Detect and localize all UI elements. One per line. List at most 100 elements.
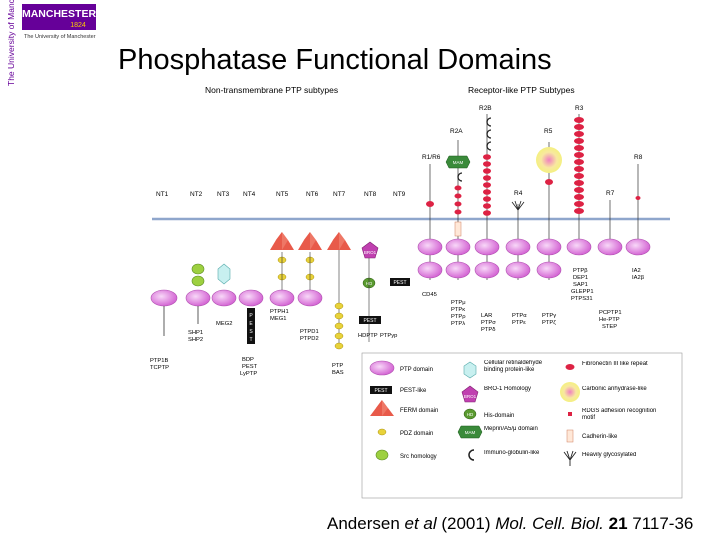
r5-name-2: PTPζ bbox=[542, 320, 556, 326]
svg-text:P: P bbox=[249, 313, 253, 319]
r7-name-3: STEP bbox=[602, 324, 617, 330]
nt9-pest-tag: PEST bbox=[393, 280, 406, 286]
citation-authors: Andersen bbox=[327, 514, 405, 533]
nt2-name-2: SHP2 bbox=[188, 337, 203, 343]
r2b-label: R2B bbox=[479, 105, 492, 112]
r4-protein bbox=[505, 200, 531, 280]
r2b-protein bbox=[474, 114, 500, 280]
logo-year: 1824 bbox=[70, 22, 86, 29]
nt4-protein: P E S T bbox=[238, 289, 264, 344]
r3-protein bbox=[566, 114, 592, 256]
nt6-label: NT6 bbox=[306, 191, 319, 198]
r3-name-4: GLEPP1 bbox=[571, 289, 594, 295]
nt7-name-1: PTP bbox=[332, 363, 343, 369]
r7-label: R7 bbox=[606, 190, 615, 197]
logo-block bbox=[22, 4, 96, 30]
svg-text:E: E bbox=[249, 321, 253, 327]
nt1-protein bbox=[150, 289, 178, 336]
r2b-name-1: LAR bbox=[481, 313, 492, 319]
nt4-name-1: BDP bbox=[242, 357, 254, 363]
legend-ca-swatch bbox=[560, 382, 580, 402]
nt5-protein bbox=[269, 232, 295, 307]
nt8-name-2: PTPyp bbox=[380, 333, 397, 339]
legend-pest-tag: PEST bbox=[374, 388, 387, 394]
r7-name-2: He-PTP bbox=[599, 317, 620, 323]
legend-ig-swatch bbox=[468, 449, 475, 461]
r5-label: R5 bbox=[544, 128, 553, 135]
legend-crbp-label: Cellular retinaldehyde binding protein-l… bbox=[484, 360, 543, 373]
legend-crbp-swatch bbox=[463, 361, 477, 379]
legend-ptp-swatch bbox=[369, 360, 395, 376]
legend-rdgs-label: RDGS adhesion recognition motif bbox=[582, 408, 657, 421]
nt2-label: NT2 bbox=[190, 191, 203, 198]
legend-pdz-label: PDZ domain bbox=[400, 431, 433, 437]
nt2-name-1: SHP1 bbox=[188, 330, 203, 336]
citation-etal: et al bbox=[404, 514, 437, 533]
citation: Andersen et al (2001) Mol. Cell. Biol. 2… bbox=[327, 514, 693, 534]
legend-pdz-swatch bbox=[377, 428, 387, 436]
nt3-protein bbox=[211, 263, 237, 307]
legend-cad-label: Cadherin-like bbox=[582, 434, 618, 440]
r4-label: R4 bbox=[514, 190, 523, 197]
nt6-protein bbox=[297, 232, 323, 307]
nt7-label: NT7 bbox=[333, 191, 346, 198]
university-logo: MANCHESTER 1824 The University of Manche… bbox=[6, 0, 97, 86]
legend-fn-label: Fibronectin III like repeat bbox=[582, 361, 648, 367]
nt3-name: MEG2 bbox=[216, 321, 232, 327]
logo-subtext: The University of Manchester bbox=[24, 34, 96, 40]
r2b-name-2: PTPσ bbox=[481, 320, 496, 326]
legend-box bbox=[361, 352, 683, 499]
legend-glyco-swatch bbox=[563, 450, 577, 466]
r3-name-1: PTPβ bbox=[573, 268, 588, 274]
r5-protein bbox=[536, 142, 562, 280]
r3-name-2: DEP1 bbox=[573, 275, 588, 281]
legend-cad-swatch bbox=[566, 429, 574, 443]
r5-name-1: PTPγ bbox=[542, 313, 556, 319]
r8-label: R8 bbox=[634, 154, 643, 161]
r4-name-1: PTPα bbox=[512, 313, 527, 319]
legend-ferm-swatch bbox=[370, 400, 394, 416]
nt1-label: NT1 bbox=[156, 191, 169, 198]
legend-mam-swatch bbox=[457, 425, 483, 439]
legend-his-swatch bbox=[463, 408, 477, 420]
legend-src-swatch bbox=[375, 449, 389, 461]
nt5b-name-1: PTPD1 bbox=[300, 329, 319, 335]
nt3-label: NT3 bbox=[217, 191, 230, 198]
legend-his-label: His-domain bbox=[484, 413, 514, 419]
legend-ca-label: Carbonic anhydrase-like bbox=[582, 386, 647, 392]
r4-name-2: PTPε bbox=[512, 320, 526, 326]
r2a-name-4: PTPλ bbox=[451, 321, 465, 327]
r3-label: R3 bbox=[575, 105, 584, 112]
legend-ferm-label: FERM domain bbox=[400, 408, 438, 414]
legend-ig-label: Immuno-globulin-like bbox=[484, 450, 540, 456]
r8-name-2: IA2β bbox=[632, 275, 645, 281]
nt4-name-2: PEST bbox=[242, 364, 258, 370]
svg-text:T: T bbox=[249, 337, 252, 343]
legend-pest-swatch bbox=[370, 386, 392, 394]
r2a-protein: MAM bbox=[445, 140, 471, 280]
nt1-name-1: PTP1B bbox=[150, 358, 168, 364]
citation-pages: 7117-36 bbox=[627, 514, 694, 533]
nt9-label: NT9 bbox=[393, 191, 406, 198]
mam-tag: MAM bbox=[453, 160, 464, 165]
citation-year: (2001) bbox=[436, 514, 496, 533]
citation-journal: Mol. Cell. Biol. bbox=[495, 514, 604, 533]
r2a-name-1: PTPμ bbox=[451, 300, 466, 306]
r8-name-1: IA2 bbox=[632, 268, 641, 274]
r1r6-name: CD45 bbox=[422, 292, 437, 298]
legend-glyco-label: Heavily glycosylated bbox=[582, 452, 637, 458]
ptp-domain-diagram: Non-transmembrane PTP subtypes Receptor-… bbox=[150, 85, 683, 499]
r1r6-protein bbox=[417, 164, 443, 280]
nt5a-name-2: MEG1 bbox=[270, 316, 286, 322]
r7-protein bbox=[597, 200, 623, 256]
nt8-protein: BRO1 HD PEST bbox=[359, 241, 381, 342]
nt8-pest-tag: PEST bbox=[363, 318, 376, 324]
nt4-label: NT4 bbox=[243, 191, 256, 198]
r2b-name-3: PTPδ bbox=[481, 327, 496, 333]
r3-name-3: SAP1 bbox=[573, 282, 588, 288]
nt4-name-3: LyPTP bbox=[240, 371, 257, 377]
legend-bro1-label: BRO-1 Homology bbox=[484, 386, 532, 392]
nt9-protein: PEST bbox=[390, 278, 410, 286]
logo-word: MANCHESTER bbox=[22, 8, 97, 20]
legend-mam-tag: MAM bbox=[465, 430, 476, 435]
